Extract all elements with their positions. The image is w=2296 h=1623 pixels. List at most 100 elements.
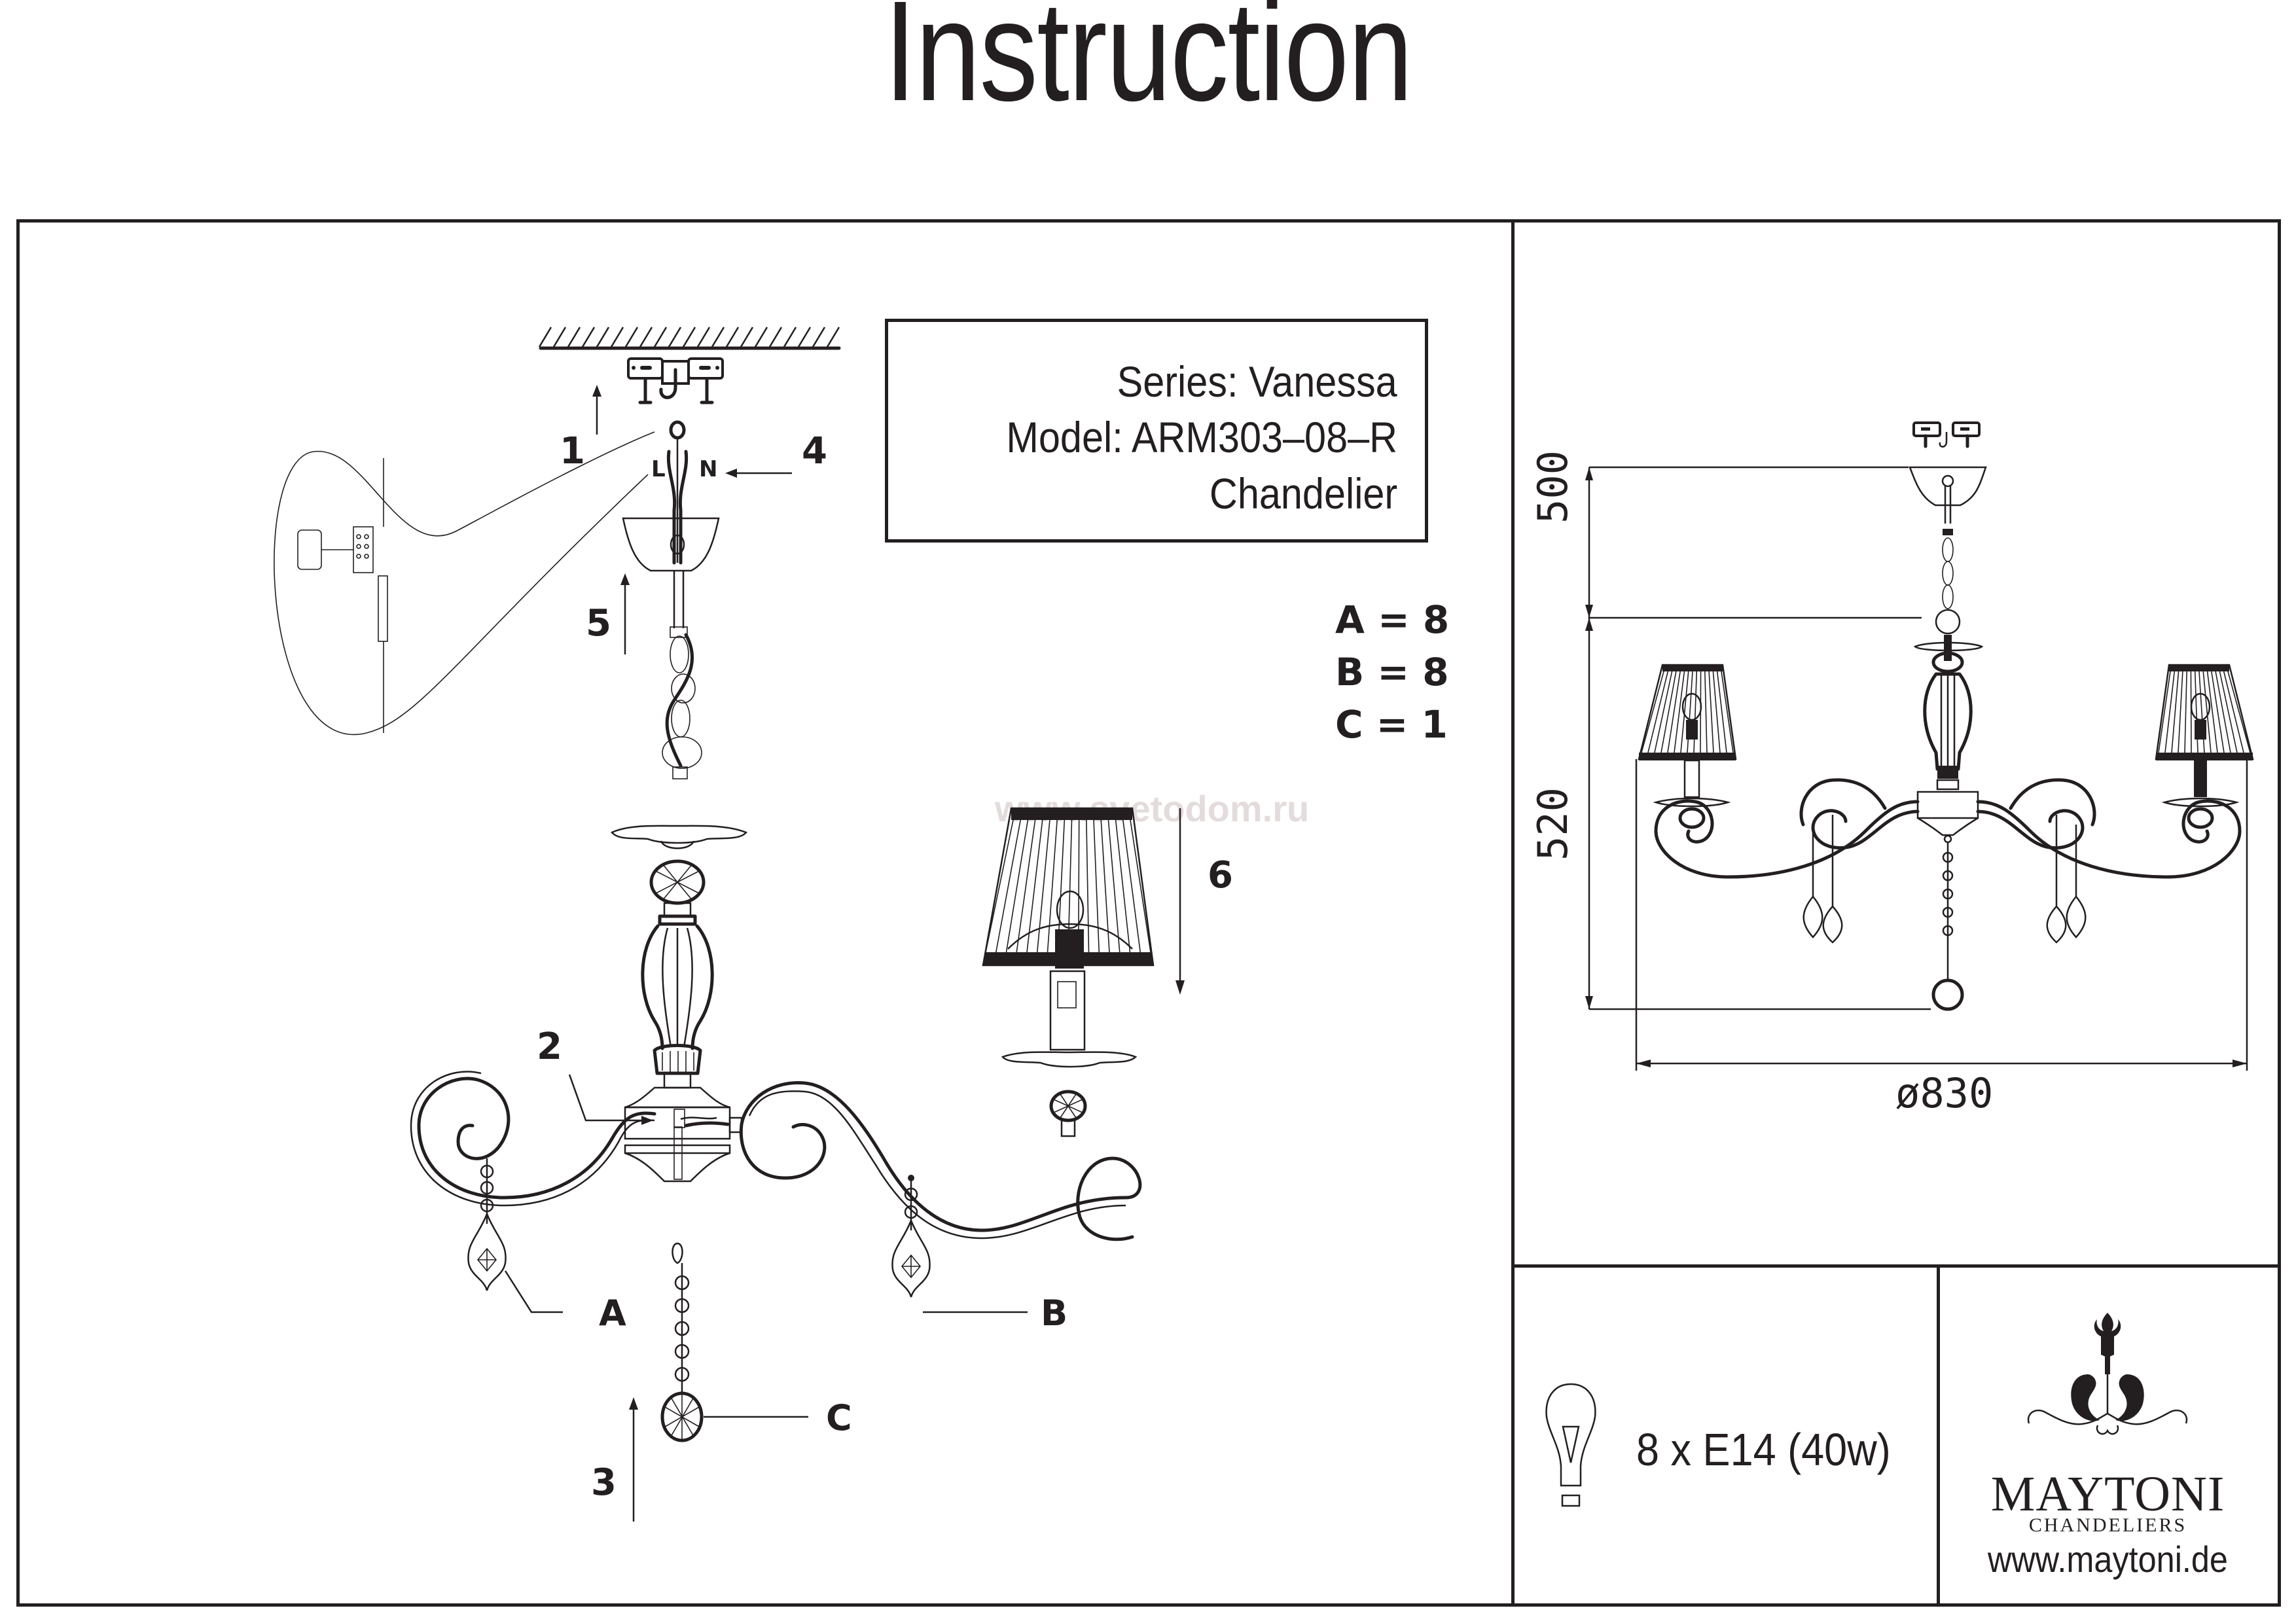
decorative-stroke <box>2198 671 2205 753</box>
bobeche-top-icon <box>611 825 748 844</box>
product-info-box: Series: Vanessa Model: ARM303–08–R Chand… <box>885 319 1428 543</box>
vase-body-icon <box>641 902 714 1089</box>
right-arm-icon <box>739 1080 1142 1241</box>
assembly-drawing <box>274 327 1185 1522</box>
canopy-chain-icon <box>1909 466 1987 635</box>
arrow-up-step-1-icon <box>592 385 601 435</box>
part-c-quantity: C = 1 <box>1335 702 1448 747</box>
decorative-stroke <box>1115 819 1131 953</box>
document-title: Instruction <box>884 0 1413 131</box>
decorative-stroke <box>1100 819 1110 953</box>
step-1-label: 1 <box>560 430 585 473</box>
dimension-lines <box>1585 466 2248 1071</box>
decorative-stroke <box>1005 819 1029 953</box>
decorative-stroke <box>1680 671 1689 753</box>
decorative-stroke <box>725 327 740 348</box>
step-2-label: 2 <box>537 1026 562 1068</box>
decorative-stroke <box>1721 671 1734 753</box>
decorative-stroke <box>596 327 610 348</box>
step-3-label: 3 <box>591 1461 617 1504</box>
decorative-stroke <box>783 327 797 348</box>
panel-divider-vertical <box>1511 219 1515 1603</box>
decorative-stroke <box>682 327 696 348</box>
bulb-spec-text: 8 x E14 (40w) <box>1636 1424 1891 1475</box>
decorative-stroke <box>2227 671 2251 753</box>
decorative-stroke <box>2171 671 2179 753</box>
decorative-stroke <box>2158 671 2171 753</box>
canopy-icon <box>622 517 720 638</box>
decorative-stroke <box>1093 819 1100 953</box>
step-4-label: 4 <box>802 430 827 473</box>
decorative-stroke <box>1674 671 1685 753</box>
decorative-stroke <box>653 327 668 348</box>
light-bulb-icon <box>1545 1383 1596 1507</box>
decorative-stroke <box>1130 819 1151 953</box>
decorative-stroke <box>985 819 1014 953</box>
decorative-stroke <box>797 327 812 348</box>
decorative-stroke <box>538 327 552 348</box>
decorative-stroke <box>2223 671 2244 753</box>
ceiling-icon <box>538 327 841 350</box>
mounting-bracket-icon <box>1912 421 1981 448</box>
decorative-stroke <box>1693 671 1698 753</box>
decorative-stroke <box>768 327 783 348</box>
decorative-stroke <box>1654 671 1673 753</box>
brand-name: MAYTONI <box>1990 1467 2225 1522</box>
decorative-stroke <box>1122 819 1141 953</box>
wiring-detail-callout <box>274 431 655 736</box>
wires-icon <box>666 438 689 565</box>
pendants-icon <box>1803 815 2087 1011</box>
step-6-label: 6 <box>1208 854 1233 897</box>
brand-subtitle: CHANDELIERS <box>2028 1514 2187 1536</box>
decorative-stroke <box>1086 819 1090 953</box>
decorative-stroke <box>826 327 840 348</box>
dimension-diameter-label: ø830 <box>1895 1069 1994 1117</box>
decorative-stroke <box>1641 671 1664 753</box>
decorative-stroke <box>1026 819 1043 953</box>
decorative-stroke <box>1036 819 1050 953</box>
decorative-stroke <box>624 327 639 348</box>
part-b-quantity: B = 8 <box>1335 650 1449 694</box>
decorative-stroke <box>552 327 567 348</box>
left-arm-icon <box>410 1071 656 1207</box>
mounting-bracket-icon <box>627 357 724 404</box>
footer-divider-vertical <box>1937 1264 1940 1603</box>
decorative-stroke <box>1712 671 1721 753</box>
series-label: Series: Vanessa <box>1117 357 1397 406</box>
panel-divider-horizontal <box>1511 1264 2278 1268</box>
decorative-stroke <box>2219 671 2238 753</box>
decorative-stroke <box>2202 671 2212 753</box>
decorative-stroke <box>1708 671 1714 753</box>
neutral-wire-label: N <box>699 456 718 482</box>
decorative-stroke <box>711 327 725 348</box>
decorative-stroke <box>1647 671 1669 753</box>
decorative-stroke <box>2211 671 2225 753</box>
right-shade-icon <box>2155 664 2254 829</box>
part-c-callout: C <box>826 1397 852 1438</box>
decorative-stroke <box>2215 671 2231 753</box>
central-body-icon <box>1913 635 1984 844</box>
chandelier-logo-icon <box>2027 1313 2188 1435</box>
decorative-stroke <box>1704 671 1708 753</box>
model-label: Model: ARM303–08–R <box>1006 413 1397 461</box>
crystal-drop-c-icon <box>660 1242 808 1442</box>
arrow-left-step-4-icon <box>725 469 792 478</box>
live-wire-label: L <box>651 456 666 482</box>
decorative-stroke <box>995 819 1021 953</box>
brand-website-link[interactable]: www.maytoni.de <box>1988 1539 2228 1580</box>
decorative-stroke <box>567 327 581 348</box>
decorative-stroke <box>740 327 754 348</box>
decorative-stroke <box>639 327 653 348</box>
decorative-stroke <box>2164 671 2176 753</box>
crystal-pendant-a-icon <box>467 1158 563 1313</box>
chain-icon <box>662 633 702 779</box>
arms-icon <box>1654 778 2242 879</box>
decorative-stroke <box>1016 819 1036 953</box>
dimension-520-label: 520 <box>1529 787 1577 861</box>
decorative-stroke <box>2178 671 2183 753</box>
decorative-stroke <box>812 327 826 348</box>
left-shade-icon <box>1638 664 1737 829</box>
decorative-stroke <box>2206 671 2218 753</box>
part-b-callout: B <box>1041 1293 1068 1334</box>
